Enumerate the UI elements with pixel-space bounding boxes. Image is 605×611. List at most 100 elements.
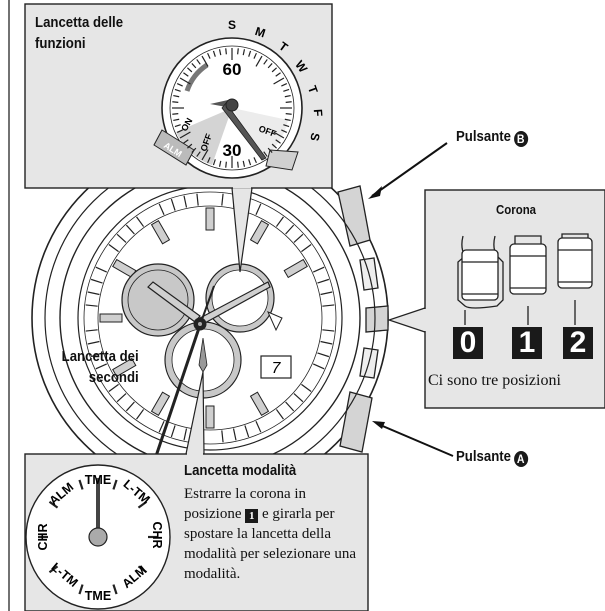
arrow-button-b — [371, 142, 448, 197]
function-tick — [271, 143, 277, 149]
function-tick — [281, 129, 288, 133]
function-tick — [179, 77, 191, 85]
mode-label-top-tme: TME — [85, 473, 111, 487]
minute-tick — [87, 291, 100, 296]
hour-index — [205, 405, 215, 429]
function-tick — [183, 139, 189, 144]
minute-tick — [90, 278, 103, 284]
function-tick — [271, 67, 277, 73]
mode-desc-line5: modalità. — [184, 566, 241, 582]
minute-tick — [170, 198, 176, 211]
date-window — [260, 355, 292, 379]
hour-index — [205, 207, 215, 231]
mode-tick — [78, 479, 84, 490]
minute-tick — [108, 383, 119, 392]
function-hand-callout — [24, 3, 333, 273]
button-b-badge: B — [513, 131, 528, 147]
minute-tick — [285, 401, 295, 412]
minute-tick — [317, 278, 330, 284]
minute-tick — [255, 203, 262, 216]
scale-60: 60 — [223, 60, 242, 79]
mode-hand-callout — [24, 371, 369, 611]
mode-desc-position-word: posizione — [184, 506, 242, 522]
function-tick — [176, 129, 183, 133]
minute-tick — [90, 352, 103, 358]
minute-tick — [170, 425, 176, 438]
minute-tick — [322, 329, 335, 332]
function-tick — [218, 160, 222, 167]
scale-30: 30 — [223, 141, 242, 160]
mode-desc-line3: spostare la lancetta della — [184, 526, 332, 542]
minute-tick — [136, 216, 145, 227]
hour-index — [99, 313, 123, 323]
button-a-shape — [339, 391, 373, 453]
function-tick — [263, 59, 268, 65]
minute-tick — [136, 409, 145, 420]
function-hand-title-line1: Lancetta delle — [35, 14, 124, 31]
function-tick — [255, 55, 263, 67]
mode-desc-line4: modalità per selezionare una — [184, 546, 357, 562]
button-b-shape — [337, 185, 371, 247]
hour-index — [112, 357, 137, 378]
watch-illustration: 7 — [31, 139, 389, 497]
mode-tick — [48, 565, 59, 574]
date-text: 7 — [272, 360, 282, 377]
function-tick — [212, 159, 216, 166]
hour-index — [249, 391, 270, 416]
mode-label-bottom-tme: TME — [85, 589, 111, 603]
function-tick — [275, 72, 281, 77]
function-tick — [275, 139, 281, 144]
function-tick — [196, 151, 201, 157]
function-tick — [191, 147, 197, 153]
mode-tick — [112, 479, 118, 490]
pointer-arrows — [368, 142, 454, 457]
function-tick — [283, 88, 290, 92]
hour-indices — [99, 207, 308, 429]
function-tick — [201, 55, 209, 67]
crown-position-1: 1 — [512, 327, 542, 359]
function-tick — [174, 124, 181, 128]
function-tick — [273, 131, 285, 139]
minute-tick — [221, 193, 224, 206]
mode-tick — [137, 565, 148, 574]
minute-tick — [301, 383, 312, 392]
crown-positions-drawing — [457, 233, 593, 325]
function-hand-title: Lancetta delle funzioni — [35, 12, 123, 54]
minute-tick — [312, 363, 325, 370]
function-tick — [284, 118, 291, 122]
function-tick — [207, 52, 211, 59]
function-tick — [218, 49, 222, 56]
mode-label-chr-left: CHR — [36, 523, 50, 550]
function-tick — [248, 159, 252, 166]
minute-tick — [301, 244, 312, 253]
function-tick — [267, 63, 273, 69]
crown-position-2: 2 — [563, 327, 593, 359]
crown-callout — [387, 189, 605, 409]
function-tick — [237, 48, 239, 55]
minute-tick — [275, 216, 284, 227]
mode-desc-line1: Estrarre la corona in — [184, 486, 307, 502]
hour-index — [150, 220, 171, 245]
second-hand-line2: secondi — [88, 369, 139, 386]
crown-note: Ci sono tre posizioni — [428, 372, 561, 389]
button-b-label: Pulsante — [456, 128, 512, 145]
subdial-bottom — [164, 321, 242, 399]
function-tick — [263, 151, 268, 157]
function-tick — [253, 157, 257, 164]
function-tick — [237, 161, 239, 168]
minute-tick — [244, 425, 250, 438]
day-6: S — [307, 131, 322, 142]
function-hand-title-line2: funzioni — [35, 35, 86, 52]
mode-hand-title: Lancetta modalità — [184, 462, 297, 479]
minute-tick — [85, 329, 98, 332]
arrow-button-a — [377, 423, 454, 457]
minute-tick — [183, 195, 188, 208]
minute-tick — [108, 244, 119, 253]
function-tick — [207, 157, 211, 164]
function-tick — [174, 88, 181, 92]
function-tick — [281, 83, 288, 87]
minute-tick — [293, 233, 304, 243]
